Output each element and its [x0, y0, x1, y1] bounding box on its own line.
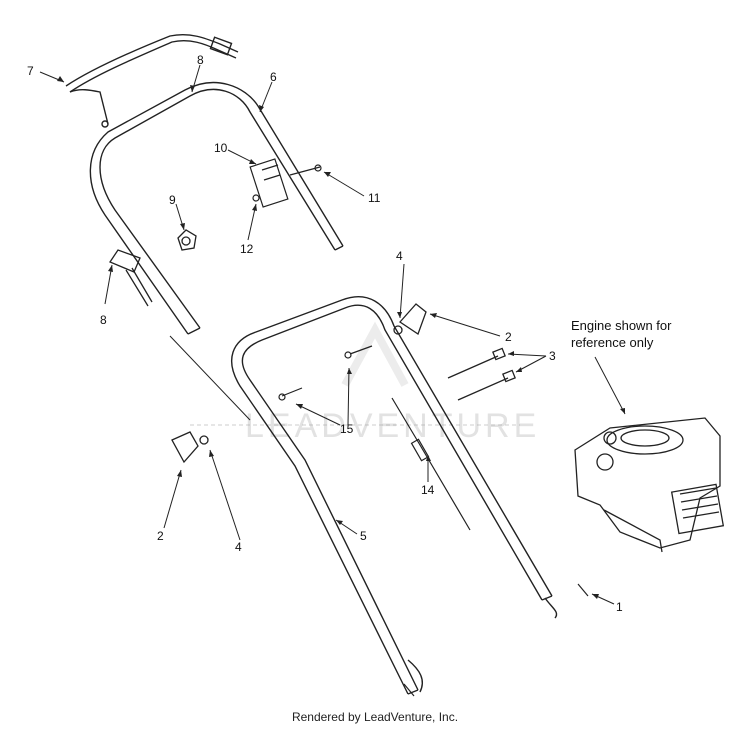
callout-3: 3: [549, 349, 556, 363]
clip-1: [403, 583, 589, 697]
engine-note-line1: Engine shown for: [571, 318, 672, 333]
callout-2-upper: 2: [505, 330, 512, 344]
leader-lines: [39, 64, 626, 605]
knob-2-upper: [393, 303, 427, 335]
callout-11: 10: [214, 141, 228, 155]
callout-14: 14: [421, 483, 435, 497]
callout-10: 9: [169, 193, 176, 207]
callout-15: 15: [340, 422, 354, 436]
engine-reference: [574, 417, 725, 553]
callout-2-lower: 2: [157, 529, 164, 543]
callout-9: 8: [100, 313, 107, 327]
callout-7: 7: [27, 64, 34, 78]
upper-handle-6: [89, 81, 344, 335]
callout-8: 8: [197, 53, 204, 67]
cable-guide-11: [249, 158, 322, 208]
engine-note-line2: reference only: [571, 335, 654, 350]
callout-1: 1: [616, 600, 623, 614]
lower-handle-5: [231, 296, 558, 695]
callout-12: 11: [368, 191, 381, 205]
callout-5: 5: [360, 529, 367, 543]
bolt-15: [278, 345, 373, 401]
watermark: LEADVENTURE: [245, 321, 540, 445]
knob-10: [177, 229, 197, 251]
leader-arrowheads: [57, 76, 625, 599]
callout-4-lower: 4: [235, 540, 242, 554]
knob-2-lower: [171, 431, 209, 464]
footer-credit: Rendered by LeadVenture, Inc.: [291, 710, 459, 724]
bolts-3: [447, 347, 516, 401]
cable-14: [391, 397, 471, 531]
callout-13: 12: [240, 242, 254, 256]
watermark-text: LEADVENTURE: [245, 407, 540, 445]
bail-bar-7: [65, 34, 239, 128]
callout-6: 6: [270, 70, 277, 84]
callout-numbers: 7 8 6 10 11 9 12 8 4 2 3 15 14 5 2 4 1: [27, 53, 623, 614]
callout-4-upper: 4: [396, 249, 403, 263]
bolt-9: [109, 249, 153, 307]
